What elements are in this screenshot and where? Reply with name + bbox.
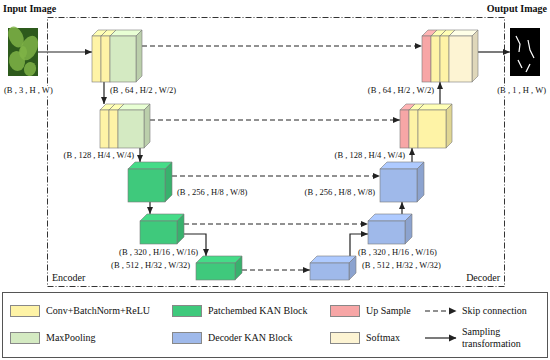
legend-label: Skip connection [462,305,546,317]
cube-figure [128,162,172,202]
tensor-shape-label: (B , 64 , H/2 , W/2) [368,86,434,96]
legend-label: Up Sample [366,305,411,317]
cube-figure [140,214,184,244]
legend-label: Decoder KAN Block [208,332,292,344]
cube-figure [196,256,242,280]
section-label: Decoder [466,272,500,284]
legend-swatch [330,305,360,317]
skip-connection [172,176,380,177]
cube-figure [368,214,412,244]
layer-stack-figure [100,104,150,148]
legend-label: Conv+BatchNorm+ReLU [46,305,150,317]
sampling-arrow [149,202,150,214]
encoder-decoder-frame: Encoder Decoder (B , 64 , H/2 , W/2) (B , 1… [47,17,505,287]
legend-label: MaxPooling [46,332,95,344]
section-label: Input Image [3,3,56,15]
tensor-shape-label: (B , 320 , H/16 , W/16) [358,248,437,258]
tensor-shape-label: (B , 3 , H , W) [3,86,54,96]
decoder-upsample-block: (B , 64 , H/2 , W/2) [422,30,478,82]
decoder-kan-block: (B , 256 , H/8 , W/8) [380,162,424,202]
arrow-sample [425,334,457,342]
sampling-arrow [103,82,104,104]
layer-stack-figure [92,30,142,82]
encoder-conv-block: (B , 64 , H/2 , W/2) [92,30,142,82]
skip-connection [242,270,310,271]
encoder-conv-block: (B , 128 , H/4 , W/4) [100,104,150,148]
layer-stack-figure [422,30,478,82]
sampling-arrow [38,51,92,52]
legend-swatch [10,332,40,344]
input-image: Input Image(B , 3 , H , W) [8,28,38,76]
sampling-arrow [411,148,412,162]
image-thumbnail [8,28,38,76]
tensor-shape-label: (B , 256 , H/8 , W/8) [305,188,375,198]
legend-swatch [330,332,360,344]
tensor-shape-label: (B , 512 , H/32 , W/32) [111,261,190,271]
tensor-shape-label: (B , 320 , H/16 , W/16) [119,248,198,258]
legend-frame [3,293,548,358]
cube-figure [380,162,424,202]
sampling-arrow [401,202,402,214]
skip-connection-sample [425,307,457,315]
sampling-arrow [139,148,140,162]
section-label: Output Image [487,3,547,15]
tensor-shape-label: (B , 128 , H/4 , W/4) [335,151,405,161]
tensor-shape-label: (B , 512 , H/32 , W/32) [362,261,441,271]
legend-label: Sampling transformation [462,326,546,350]
legend-swatch [172,332,202,344]
legend-label: Patchembed KAN Block [208,305,307,317]
tensor-shape-label: (B , 1 , H , W) [496,86,547,96]
legend-swatch [172,305,202,317]
skip-connection [150,120,400,121]
image-thumbnail [510,28,540,76]
layer-stack-figure [400,104,452,148]
decoder-upsample-block: (B , 128 , H/4 , W/4) [400,104,452,148]
decoder-kan-block: (B , 512 , H/32 , W/32) [310,256,356,280]
section-label: Encoder [52,272,85,284]
tensor-shape-label: (B , 64 , H/2 , W/2) [110,86,176,96]
patchembed-kan-block: (B , 256 , H/8 , W/8) [128,162,172,202]
skip-connection [142,46,422,47]
cube-figure [310,256,356,280]
output-image: Output Image(B , 1 , H , W) [510,28,540,76]
sampling-arrow [478,51,510,52]
legend-swatch [10,305,40,317]
skip-connection [184,224,368,225]
tensor-shape-label: (B , 256 , H/8 , W/8) [177,188,247,198]
legend-label: Softmax [366,332,400,344]
sampling-arrow [439,82,440,104]
patchembed-kan-block: (B , 320 , H/16 , W/16) [140,214,184,244]
patchembed-kan-block: (B , 512 , H/32 , W/32) [196,256,242,280]
tensor-shape-label: (B , 128 , H/4 , W/4) [64,151,134,161]
decoder-kan-block: (B , 320 , H/16 , W/16) [368,214,412,244]
